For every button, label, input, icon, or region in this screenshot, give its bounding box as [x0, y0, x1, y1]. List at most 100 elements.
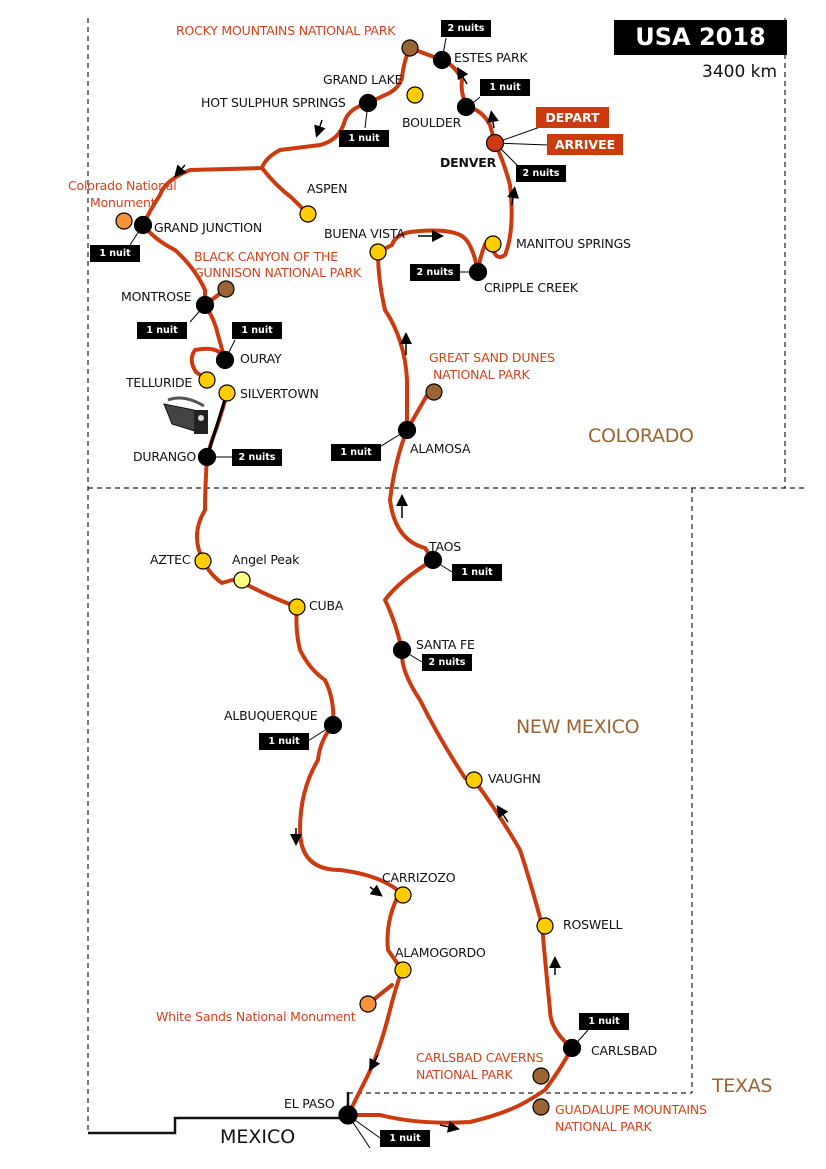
label-santa-fe: SANTA FE [416, 637, 475, 652]
nights-badge-carlsbad: 1 nuit [579, 1013, 629, 1030]
label-alamosa: ALAMOSA [410, 441, 471, 456]
label-grand-junction: GRAND JUNCTION [154, 220, 262, 235]
map-title: USA 2018 [614, 20, 787, 55]
marker-cripple-creek [468, 262, 488, 282]
direction-arrows [174, 66, 561, 1133]
marker-carlsbad [562, 1038, 582, 1058]
label-manitou-springs: MANITOU SPRINGS [516, 236, 631, 251]
marker-guadalupe [532, 1098, 550, 1116]
marker-telluride [198, 371, 216, 389]
marker-aspen [299, 205, 317, 223]
nights-badge-cripple-creek: 2 nuits [410, 264, 460, 281]
marker-santa-fe [392, 640, 412, 660]
label-guadalupe-line1: GUADALUPE MOUNTAINS [555, 1102, 707, 1117]
label-denver: DENVER [440, 155, 497, 170]
nights-badge-boulder: 1 nuit [480, 79, 530, 96]
marker-carrizozo [394, 886, 412, 904]
leader-lines [129, 37, 589, 1149]
marker-taos [423, 550, 443, 570]
total-distance: 3400 km [702, 62, 778, 82]
label-black-canyon-line2: GUNNISON NATIONAL PARK [194, 265, 362, 280]
marker-great-sand-dunes [425, 383, 443, 401]
label-black-canyon-line1: BLACK CANYON OF THE [194, 249, 338, 264]
marker-albuquerque [323, 715, 343, 735]
label-estes-park: ESTES PARK [454, 50, 528, 65]
marker-durango [197, 447, 217, 467]
state-label-new-mexico: NEW MEXICO [516, 716, 640, 738]
label-cripple-creek: CRIPPLE CREEK [484, 280, 578, 295]
marker-manitou [484, 235, 502, 253]
label-carlsbad-caverns-line1: CARLSBAD CAVERNS [416, 1050, 544, 1065]
label-el-paso: EL PASO [284, 1096, 335, 1111]
marker-vaughn [465, 771, 483, 789]
marker-ouray [215, 350, 235, 370]
label-silvertown: SILVERTOWN [240, 386, 319, 401]
marker-grand-lake [406, 86, 424, 104]
nights-badge-ouray: 1 nuit [232, 322, 282, 339]
marker-white-sands [359, 995, 377, 1013]
country-label-mexico: MEXICO [220, 1126, 296, 1148]
label-buena-vista: BUENA VISTA [324, 226, 405, 241]
label-white-sands: White Sands National Monument [156, 1009, 356, 1024]
marker-black-canyon [217, 280, 235, 298]
label-aztec: AZTEC [150, 552, 191, 567]
label-taos: TAOS [429, 539, 461, 554]
label-hot-sulphur-springs: HOT SULPHUR SPRINGS [201, 95, 346, 110]
label-ouray: OURAY [240, 351, 282, 366]
nights-badge-denver: 2 nuits [516, 165, 566, 182]
label-vaughn: VAUGHN [488, 771, 541, 786]
label-colorado-nm-line1: Colorado National [68, 178, 177, 193]
label-alamogordo: ALAMOGORDO [395, 945, 486, 960]
label-albuquerque: ALBUQUERQUE [224, 708, 318, 723]
marker-el-paso [338, 1105, 358, 1125]
label-cuba: CUBA [309, 598, 344, 613]
label-carrizozo: CARRIZOZO [382, 870, 456, 885]
nights-badge-alamosa: 1 nuit [331, 444, 381, 461]
label-colorado-nm-line2: Monument [90, 195, 156, 210]
arrivee-tag: ARRIVEE [547, 134, 623, 155]
nights-badge-el-paso: 1 nuit [380, 1130, 430, 1147]
marker-carlsbad-caverns [532, 1067, 550, 1085]
nights-badge-estes-park: 2 nuits [441, 20, 491, 37]
state-label-texas: TEXAS [712, 1075, 773, 1097]
marker-estes-park [432, 50, 452, 70]
marker-cuba [288, 598, 306, 616]
nights-badge-montrose: 1 nuit [137, 322, 187, 339]
depart-tag: DEPART [536, 107, 609, 128]
marker-aztec [194, 552, 212, 570]
nights-badge-albuquerque: 1 nuit [259, 733, 309, 750]
nights-badge-grand-junction: 1 nuit [90, 245, 140, 262]
label-rocky-mountains: ROCKY MOUNTAINS NATIONAL PARK [176, 23, 396, 38]
nights-badge-hot-sulphur: 1 nuit [339, 130, 389, 147]
label-montrose: MONTROSE [121, 289, 192, 304]
train-line [205, 392, 229, 458]
marker-montrose [195, 295, 215, 315]
marker-alamogordo [394, 961, 412, 979]
state-label-colorado: COLORADO [588, 425, 694, 447]
label-great-sand-dunes-line1: GREAT SAND DUNES [429, 350, 555, 365]
marker-buena-vista [369, 243, 387, 261]
marker-alamosa [397, 420, 417, 440]
label-roswell: ROSWELL [563, 917, 623, 932]
marker-hot-sulphur [358, 93, 378, 113]
label-grand-lake: GRAND LAKE [323, 72, 403, 87]
marker-colorado-nm [115, 212, 133, 230]
train-icon [163, 396, 208, 434]
state-borders [87, 18, 805, 1132]
label-guadalupe-line2: NATIONAL PARK [555, 1119, 652, 1134]
label-carlsbad-caverns-line2: NATIONAL PARK [416, 1067, 513, 1082]
label-durango: DURANGO [133, 449, 196, 464]
marker-angel-peak [233, 571, 251, 589]
marker-silvertown [218, 384, 236, 402]
nights-badge-taos: 1 nuit [452, 564, 502, 581]
nights-badge-santa-fe: 2 nuits [422, 654, 472, 671]
label-aspen: ASPEN [307, 181, 348, 196]
marker-denver [485, 133, 505, 153]
marker-grand-junction [133, 215, 153, 235]
marker-boulder [456, 97, 476, 117]
label-angel-peak: Angel Peak [232, 552, 300, 567]
waypoints [115, 39, 582, 1125]
label-telluride: TELLURIDE [126, 375, 193, 390]
route-line [141, 46, 574, 1125]
